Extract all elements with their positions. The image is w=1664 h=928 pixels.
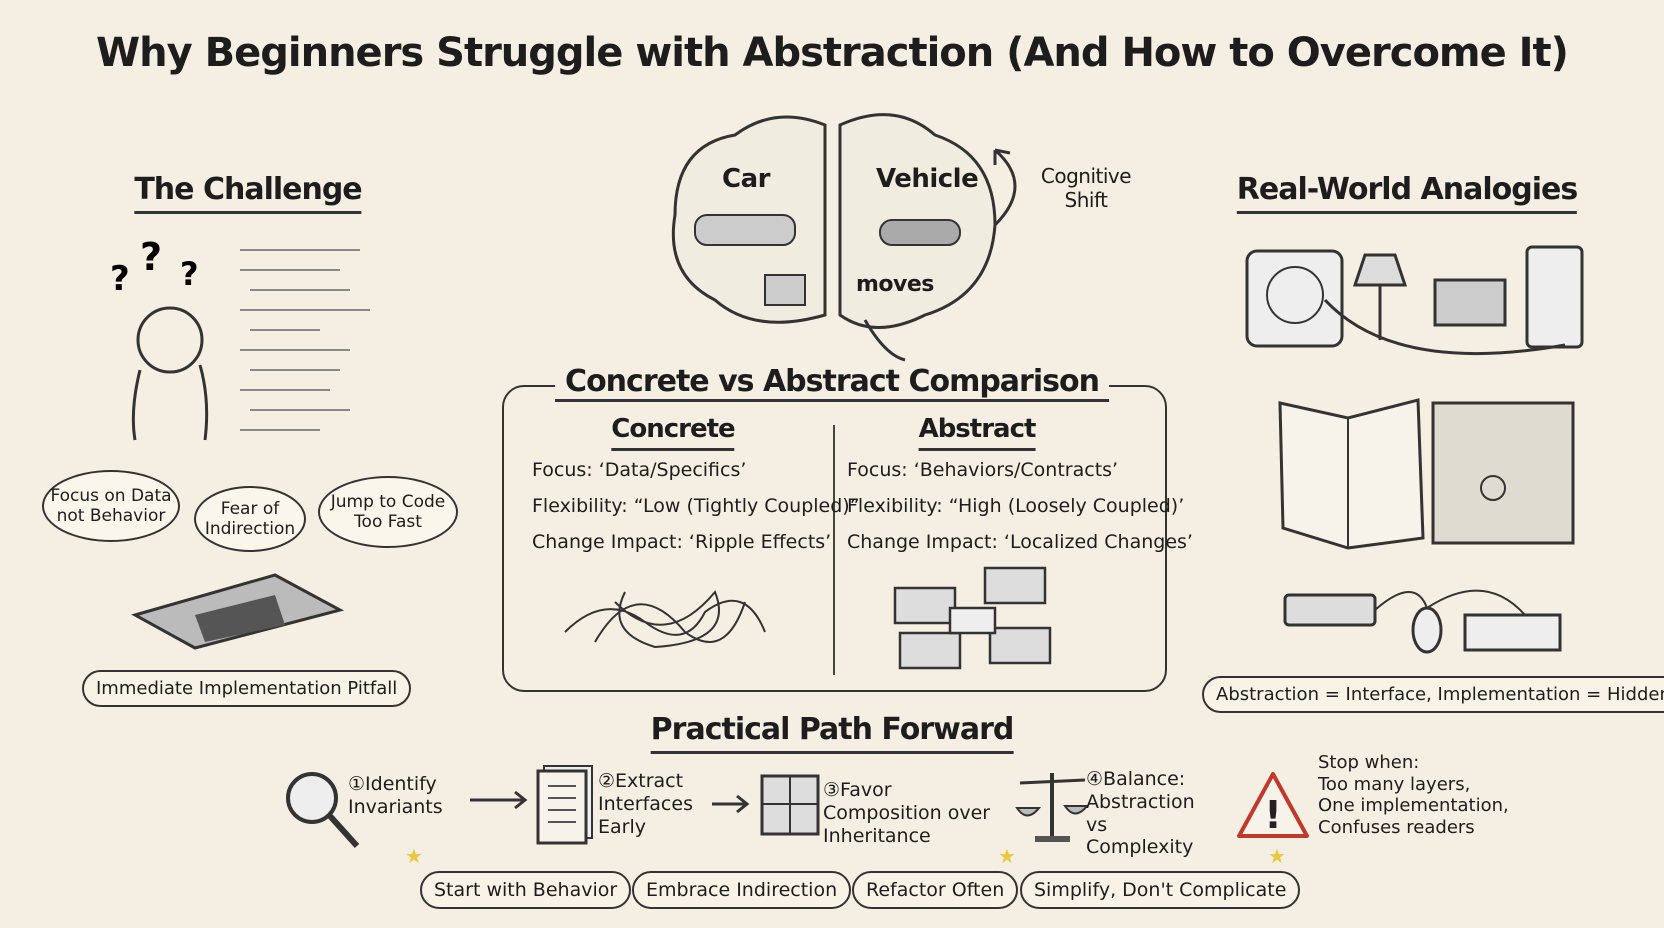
tip-simplify: Simplify, Don't Complicate [1020,871,1301,909]
brain-vehicle-label: Vehicle [876,164,979,194]
stop-line: Confuses readers [1318,816,1475,838]
abstract-row: Flexibility: “High (Loosely Coupled)’ [847,495,1185,517]
brain-icon [671,113,997,362]
tip-start-with-behavior: Start with Behavior [420,871,632,909]
svg-text:?: ? [180,255,199,293]
stop-conditions: Stop when: Too many layers, One implemen… [1318,752,1509,838]
pitfall-label: Immediate Implementation Pitfall [82,670,412,707]
warning-triangle-icon: ! [1237,772,1309,838]
analogies-heading: Real-World Analogies [1236,172,1578,214]
step-balance: ④Balance: Abstraction vs Complexity [1086,768,1195,859]
brain-moves-label: moves [856,272,934,297]
abstract-row: Change Impact: ‘Localized Changes’ [847,531,1193,553]
stop-line: One implementation, [1318,795,1509,817]
pit-trap-icon [131,573,345,650]
cognitive-shift-label: Cognitive Shift [1040,164,1132,212]
svg-text:!: ! [1264,793,1281,837]
abstract-heading: Abstract [918,414,1036,451]
thought-bubble-jump-to-code: Jump to Code Too Fast [318,476,458,548]
arrow-right-icon [712,794,750,814]
page-title: Why Beginners Struggle with Abstraction … [96,30,1569,76]
stop-line: Stop when: [1318,752,1420,773]
column-divider [833,425,835,675]
svg-text:?: ? [110,259,130,299]
concrete-row: Change Impact: ‘Ripple Effects’ [532,531,832,553]
comparison-heading: Concrete vs Abstract Comparison [555,364,1109,402]
puzzle-pieces-icon [760,774,820,836]
concrete-heading: Concrete [611,414,736,451]
magnifying-glass-icon [286,772,360,849]
abstract-row: Focus: ‘Behaviors/Contracts’ [847,459,1119,481]
tip-refactor-often: Refactor Often [852,871,1019,909]
step-favor-composition: ③Favor Composition over Inheritance [823,779,991,847]
star-icon: ★ [405,844,423,868]
power-outlet-appliances-icon [1245,245,1584,356]
analogy-caption: Abstraction = Interface, Implementation … [1202,676,1664,713]
stop-line: Too many layers, [1318,773,1471,795]
step-identify-invariants: ①Identify Invariants [348,773,443,818]
concrete-row: Focus: ‘Data/Specifics’ [532,459,747,481]
restaurant-menu-icon [1278,398,1575,550]
confused-person-icon: ??? [110,235,370,441]
lego-blocks-icon [893,566,1052,670]
star-icon: ★ [1268,844,1286,868]
tip-embrace-indirection: Embrace Indirection [632,871,852,909]
thought-bubble-data-focus: Focus on Data not Behavior [42,470,180,542]
challenge-heading: The Challenge [134,172,363,214]
svg-text:?: ? [140,235,162,279]
tangled-spaghetti-icon [564,590,766,649]
path-heading: Practical Path Forward [650,712,1014,754]
star-icon: ★ [998,844,1016,868]
step-extract-interfaces: ②Extract Interfaces Early [598,770,693,838]
thought-bubble-indirection: Fear of Indirection [194,486,306,552]
brain-car-label: Car [722,164,770,194]
document-icon [536,765,593,845]
concrete-row: Flexibility: “Low (Tightly Coupled)” [532,495,860,517]
curved-arrow-icon [993,148,1017,227]
usb-mouse-keyboard-icon [1283,589,1562,654]
balance-scale-icon [1015,773,1090,842]
arrow-right-icon [470,790,528,810]
